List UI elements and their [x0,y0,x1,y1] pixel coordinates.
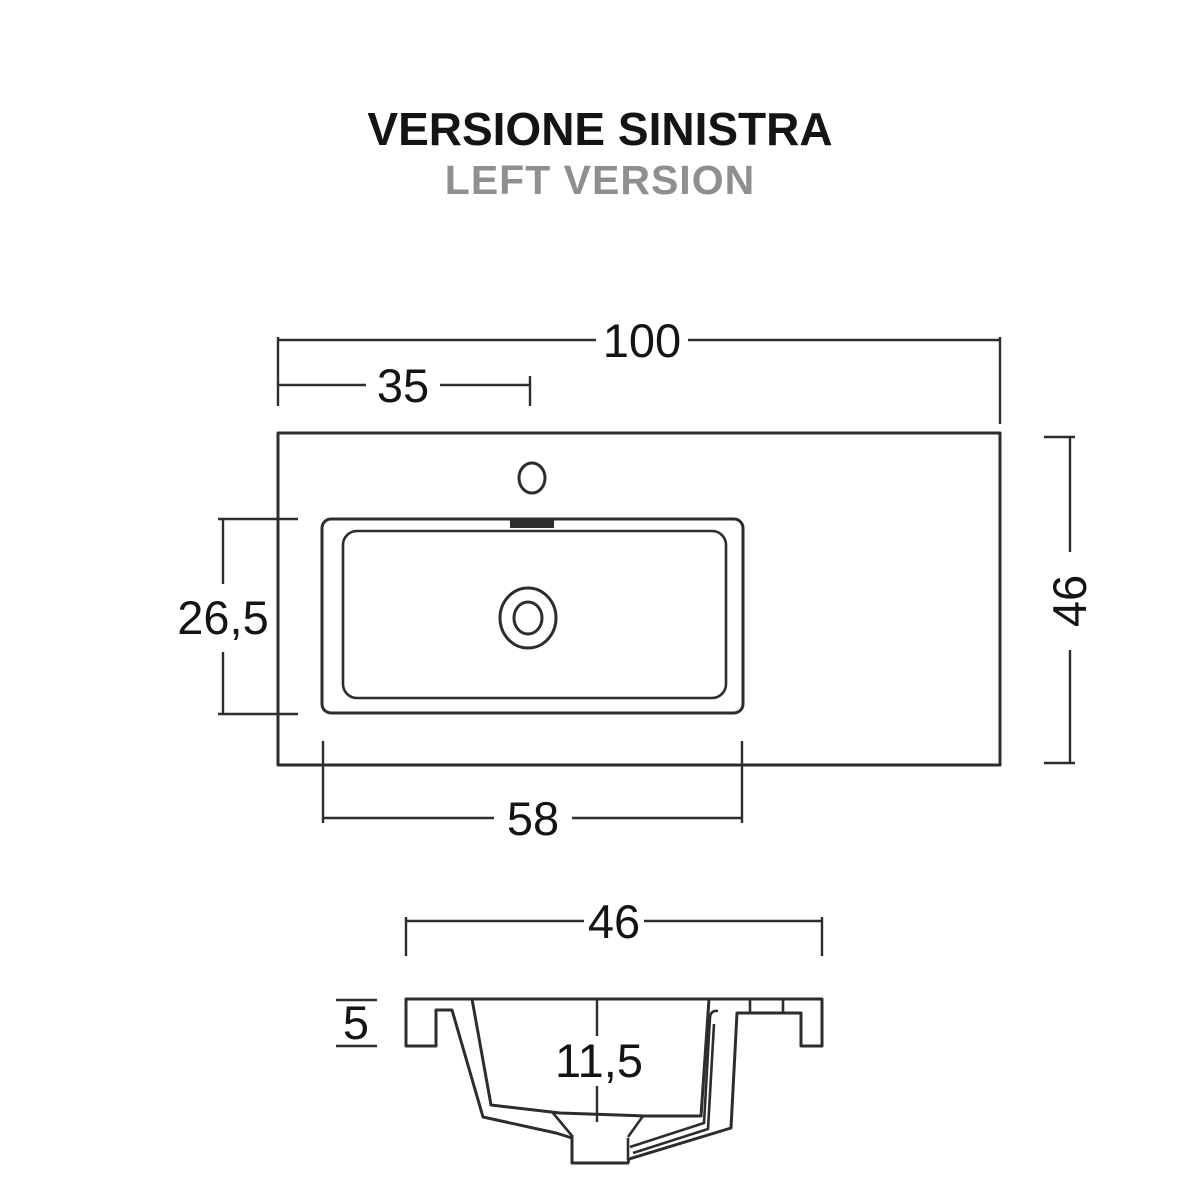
section-joint-ticks [748,999,785,1013]
dim-bowl-depth: 11,5 [555,999,643,1122]
basin-inner-edge [341,529,728,700]
dim-faucet-offset-label: 35 [377,359,429,412]
dim-total-depth-label: 46 [1043,575,1096,627]
dim-bowl-depth-label: 11,5 [555,1034,643,1087]
dim-total-depth: 46 [1043,435,1096,765]
section-inner-bowl [470,998,711,1118]
basin-outer-rim [320,517,745,715]
dim-faucet-offset: 35 [278,359,532,412]
drain-outer-circle [498,586,558,650]
dim-basin-depth: 26,5 [177,517,298,716]
dim-section-width: 46 [404,895,824,956]
drain-inner-circle [512,600,544,636]
section-overflow-channel-1 [629,1009,719,1149]
title-italian: VERSIONE SINISTRA [367,103,833,155]
faucet-hole [517,461,547,495]
dim-edge-thickness: 5 [336,996,377,1049]
dim-basin-depth-label: 26,5 [177,591,268,644]
dim-basin-width: 58 [321,741,744,845]
section-overflow-channel-2 [632,1023,716,1155]
section-drain-funnel [552,1112,645,1138]
countertop-outline [276,431,1002,767]
dim-edge-thickness-label: 5 [343,996,369,1049]
top-view: 100 35 26,5 46 58 [177,314,1096,845]
section-outer-profile [404,997,824,1165]
dim-basin-width-label: 58 [507,792,559,845]
section-view: 46 5 11,5 [336,895,824,1165]
title-block: VERSIONE SINISTRA LEFT VERSION [0,102,1200,205]
overflow-slot [510,518,554,528]
title-english: LEFT VERSION [444,157,756,204]
dim-total-width: 100 [276,314,1002,424]
dim-total-width-label: 100 [603,314,681,367]
dim-section-width-label: 46 [588,895,640,948]
